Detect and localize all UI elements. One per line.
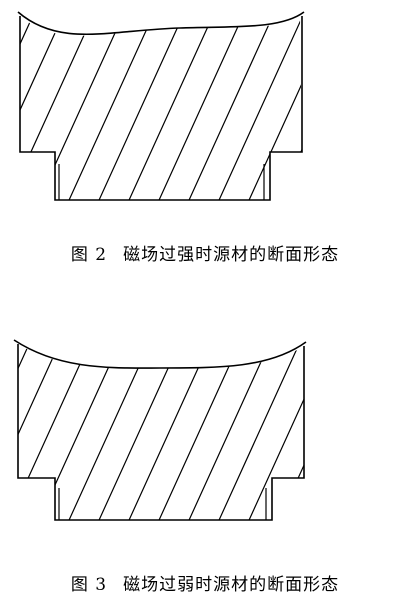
- figure-caption-text: 磁场过弱时源材的断面形态: [123, 575, 340, 595]
- figure-2: 图 2 磁场过强时源材的断面形态: [0, 0, 410, 280]
- outline: [19, 16, 303, 201]
- figure-caption: 图 3 磁场过弱时源材的断面形态: [0, 570, 410, 595]
- figure-caption: 图 2 磁场过强时源材的断面形态: [0, 240, 410, 265]
- figure-number: 图 2: [70, 245, 108, 265]
- outline: [17, 344, 305, 521]
- weak-field-cross-section-diagram: [13, 339, 307, 521]
- strong-field-cross-section-diagram: [17, 11, 305, 201]
- top-surface-curve: [13, 339, 307, 369]
- figure-number: 图 3: [70, 575, 108, 595]
- figure-caption-text: 磁场过强时源材的断面形态: [123, 245, 340, 265]
- top-surface-curve: [17, 11, 305, 36]
- figure-3: 图 3 磁场过弱时源材的断面形态: [0, 320, 410, 611]
